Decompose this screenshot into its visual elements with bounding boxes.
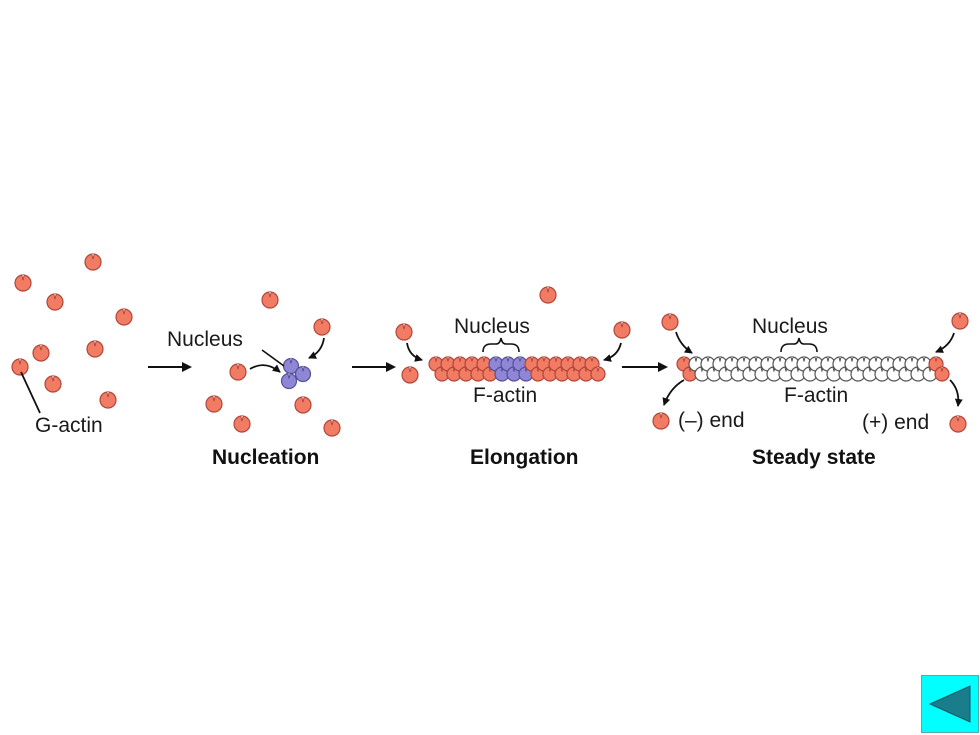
nucleus-brace-2 — [780, 337, 818, 353]
elongation-free-monomers — [395, 286, 631, 384]
back-button[interactable] — [921, 675, 979, 733]
g-actin-monomer — [46, 293, 64, 311]
steady-arrow-in-left — [675, 331, 693, 354]
free-g-actin-group — [11, 253, 133, 409]
nucleus-trimer — [280, 357, 312, 390]
steady-nucleus-label: Nucleus — [752, 315, 828, 338]
elongation-f-actin-label: F-actin — [473, 384, 537, 407]
g-actin-monomer — [395, 323, 413, 341]
steady-f-actin-label: F-actin — [784, 384, 848, 407]
minus-end-label: (–) end — [678, 409, 745, 432]
nucleation-nucleus-label: Nucleus — [167, 328, 243, 351]
g-actin-monomer — [99, 391, 117, 409]
g-actin-monomer — [229, 363, 247, 381]
g-actin-pointer-line — [20, 371, 41, 414]
f-actin-monomer — [590, 366, 606, 382]
steady-state-f-actin-filament — [676, 356, 950, 382]
nucleus-brace-1 — [482, 337, 520, 353]
steady-state-free-monomers — [652, 312, 969, 433]
nucleation-free-monomers — [205, 291, 341, 437]
g-actin-monomer — [261, 291, 279, 309]
triangle-left-icon — [928, 685, 971, 723]
g-actin-monomer — [652, 412, 670, 430]
elongation-arrow-left — [406, 342, 423, 362]
g-actin-monomer — [294, 396, 312, 414]
stage-caption-steady-state: Steady state — [752, 446, 876, 469]
g-actin-monomer — [11, 358, 29, 376]
plus-end-label: (+) end — [862, 411, 929, 434]
nucleus-monomer — [280, 372, 298, 390]
f-actin-monomer — [934, 366, 950, 382]
steady-arrow-out-right — [949, 379, 963, 407]
elongation-arrow-right — [603, 342, 622, 362]
g-actin-monomer — [401, 366, 419, 384]
g-actin-monomer — [613, 321, 631, 339]
g-actin-monomer — [44, 375, 62, 393]
g-actin-monomer — [951, 312, 969, 330]
g-actin-monomer — [115, 308, 133, 326]
g-actin-monomer — [205, 395, 223, 413]
incoming-arrow-top — [308, 337, 325, 359]
g-actin-monomer — [32, 344, 50, 362]
steady-arrow-in-right — [935, 332, 955, 353]
g-actin-monomer — [661, 313, 679, 331]
g-actin-monomer — [313, 318, 331, 336]
g-actin-monomer — [84, 253, 102, 271]
incoming-arrow-left — [249, 364, 281, 373]
g-actin-monomer — [86, 340, 104, 358]
elongation-nucleus-label: Nucleus — [454, 315, 530, 338]
elongating-f-actin-filament — [428, 356, 606, 382]
g-actin-monomer — [233, 415, 251, 433]
steady-arrow-out-left — [662, 379, 685, 406]
nucleus-monomer — [294, 365, 312, 383]
g-actin-monomer — [539, 286, 557, 304]
stage-caption-elongation: Elongation — [470, 446, 579, 469]
g-actin-label: G-actin — [35, 414, 103, 437]
stage-caption-nucleation: Nucleation — [212, 446, 319, 469]
g-actin-monomer — [949, 415, 967, 433]
g-actin-monomer — [323, 419, 341, 437]
g-actin-monomer — [14, 274, 32, 292]
nucleus-pointer-line — [261, 349, 285, 367]
